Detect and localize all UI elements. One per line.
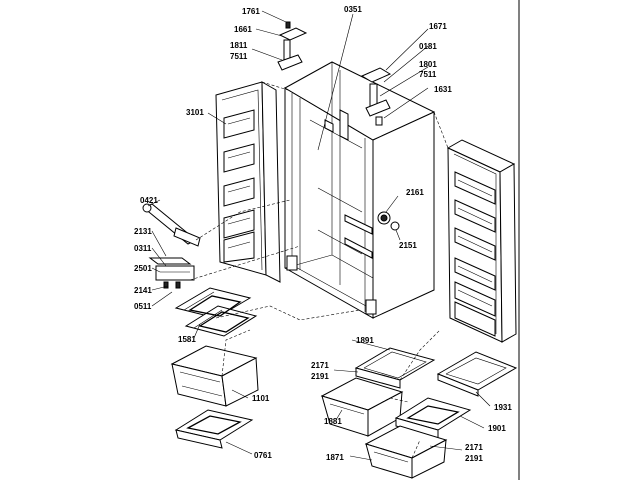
callout-2171-lower: 2171 [465,443,483,452]
freezer-door-shelves [223,109,255,263]
crisper-drawer-lower [364,425,448,479]
callout-1801: 1801 [419,60,437,69]
callout-1761: 1761 [242,7,260,16]
callout-0511: 0511 [134,302,152,311]
callout-1811: 1811 [230,41,248,50]
callout-0761: 0761 [254,451,272,460]
top-hinge-left [277,21,308,71]
callout-1931: 1931 [494,403,512,412]
callout-1871: 1871 [326,453,344,462]
callout-2171: 2171 [311,361,329,370]
callout-1661: 1661 [234,25,252,34]
top-hinge-right [360,67,392,126]
glass-shelf [436,351,518,397]
refrigerator-door [446,139,517,343]
callout-2501: 2501 [134,264,152,273]
callout-1581: 1581 [178,335,196,344]
leader-lines [147,10,491,461]
crisper-drawer-upper [320,377,404,437]
freezer-shelf-pair [174,287,258,337]
callout-2191: 2191 [311,372,329,381]
ice-bin-bracket [148,257,195,289]
callout-1901: 1901 [488,424,506,433]
callout-0351: 0351 [344,5,362,14]
callout-7511-right: 7511 [419,70,437,79]
refrigerator-door-shelves [454,171,496,337]
callout-0311: 0311 [134,244,152,253]
callout-1631: 1631 [434,85,452,94]
callout-1881: 1881 [324,417,342,426]
callout-3101: 3101 [186,108,204,117]
crisper-cover [354,347,436,389]
callout-2151: 2151 [399,241,417,250]
callout-1101: 1101 [252,394,270,403]
auger-motor-assembly [142,203,201,247]
freezer-basket [170,345,259,407]
callout-0421: 0421 [140,196,158,205]
callout-7511: 7511 [230,52,248,61]
callout-2161: 2161 [406,188,424,197]
callout-1671: 1671 [429,22,447,31]
callout-1891: 1891 [356,336,374,345]
refrigerator-cabinet [283,61,436,319]
callout-2131: 2131 [134,227,152,236]
freezer-shelf-lower [174,409,254,449]
freezer-door [215,81,281,283]
callout-labels: 1761 1661 1811 7511 3101 0351 1671 0181 … [134,5,512,463]
callout-2141: 2141 [134,286,152,295]
light-socket [377,211,400,231]
callout-0181: 0181 [419,42,437,51]
callout-2191-lower: 2191 [465,454,483,463]
